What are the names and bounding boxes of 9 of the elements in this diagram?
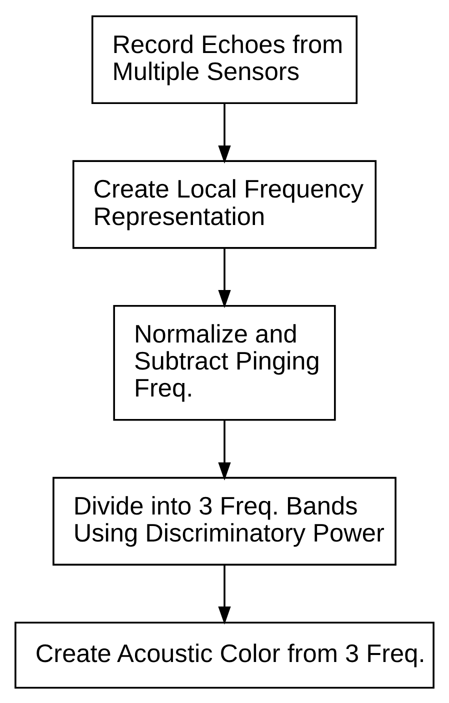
arrow	[218, 248, 231, 308]
node-box: Normalize and Subtract Pinging Freq.	[113, 304, 336, 420]
arrow	[218, 103, 231, 164]
node-box: Create Local Frequency Representation	[72, 160, 377, 248]
node-box: Divide into 3 Freq. Bands Using Discriminatory Power	[52, 476, 396, 566]
arrow	[218, 420, 231, 480]
node-box: Record Echoes from Multiple Sensors	[91, 14, 358, 104]
node-box: Create Acoustic Color from 3 Freq.	[14, 621, 434, 688]
arrow	[218, 564, 231, 624]
